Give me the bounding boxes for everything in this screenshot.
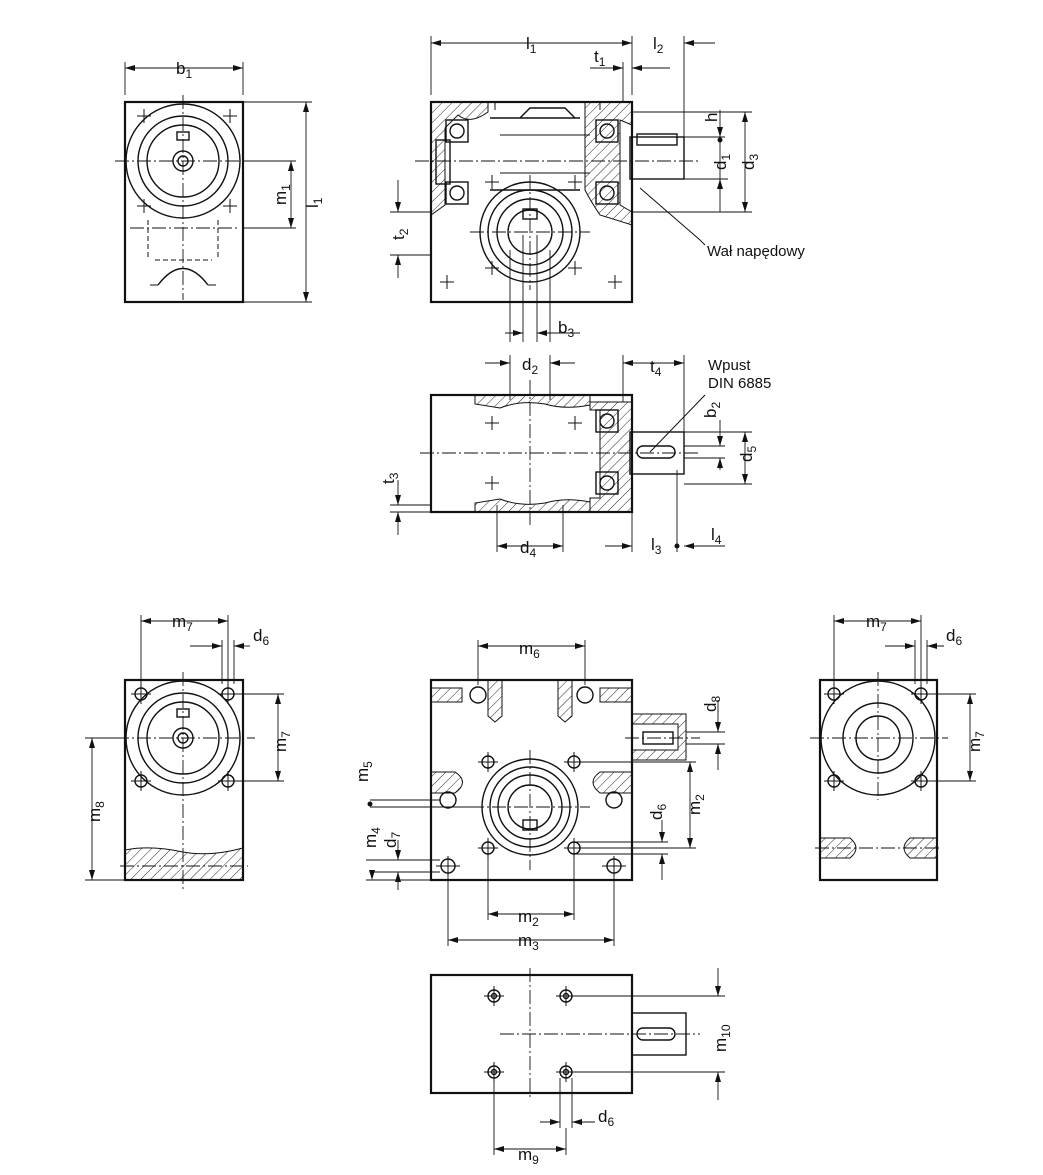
label-d7: d7 xyxy=(381,832,403,848)
drive-shaft-note: Wał napędowy xyxy=(707,243,805,260)
label-t3: t3 xyxy=(379,472,401,484)
label-l3: l3 xyxy=(651,535,662,557)
label-d4: d4 xyxy=(520,538,536,560)
view-side-left-top xyxy=(115,62,312,304)
view-front-bottom xyxy=(366,640,725,946)
label-m3: m3 xyxy=(518,931,539,953)
label-m7-left-side: m7 xyxy=(271,731,293,752)
label-b2: b2 xyxy=(701,402,723,418)
label-d2: d2 xyxy=(522,355,538,377)
label-m5: m5 xyxy=(353,761,375,782)
label-m8: m8 xyxy=(85,801,107,822)
label-l2: l2 xyxy=(653,34,664,56)
label-t1: t1 xyxy=(594,47,606,69)
view-section-top xyxy=(390,36,752,342)
label-m1: m1 xyxy=(271,184,293,205)
label-d8: d8 xyxy=(701,696,723,712)
label-d3: d3 xyxy=(739,154,761,170)
label-d6-bottom: d6 xyxy=(598,1107,614,1129)
label-m6: m6 xyxy=(519,639,540,661)
label-h: h xyxy=(702,113,721,122)
label-d6-left: d6 xyxy=(253,626,269,648)
label-t4: t4 xyxy=(650,357,662,379)
label-d5: d5 xyxy=(737,446,759,462)
label-m7-right-side: m7 xyxy=(965,731,987,752)
label-d1: d1 xyxy=(711,154,733,170)
label-m7-right-top: m7 xyxy=(866,612,887,634)
label-b3: b3 xyxy=(558,318,574,340)
label-b1: b1 xyxy=(176,59,192,81)
label-m2: m2 xyxy=(518,907,539,929)
view-plan-bottom xyxy=(429,968,725,1155)
label-m9: m9 xyxy=(518,1145,539,1167)
label-l4: l4 xyxy=(711,525,722,547)
label-d6-mid: d6 xyxy=(647,804,669,820)
view-flange-right xyxy=(810,615,976,882)
key-note-line2: DIN 6885 xyxy=(708,375,771,392)
label-m10: m10 xyxy=(711,1024,733,1052)
label-m7-left-top: m7 xyxy=(172,612,193,634)
label-t2: t2 xyxy=(389,228,411,240)
label-l1-side: l1 xyxy=(303,197,325,208)
label-d6-right: d6 xyxy=(946,626,962,648)
key-note-line1: Wpust xyxy=(708,357,751,374)
view-flange-left xyxy=(85,615,284,890)
label-l1: l1 xyxy=(526,34,537,56)
dimension-labels: b1 m1 l1 l1 t1 l2 h d1 d3 t2 b3 Wał napę… xyxy=(85,34,987,1167)
view-section-middle xyxy=(390,355,752,552)
label-m4: m4 xyxy=(361,827,383,848)
label-m2-side: m2 xyxy=(685,794,707,815)
